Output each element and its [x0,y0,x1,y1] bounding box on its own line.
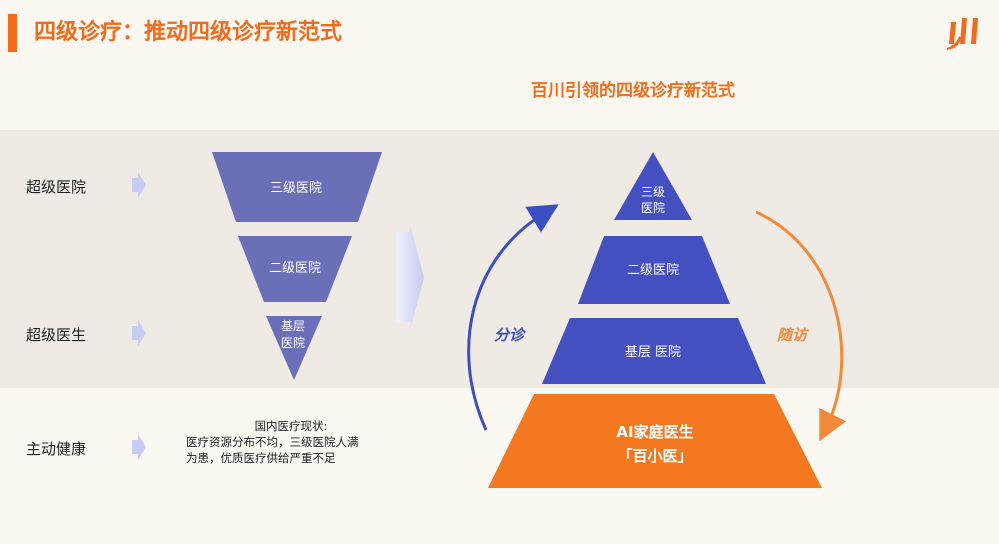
inverted-tier-secondary [238,236,352,302]
header-accent-bar [8,14,17,52]
pyramid-base-label-line1: AI家庭医生 [616,423,693,441]
label-active-health: 主动健康 [26,440,87,458]
follow-up-label: 随访 [777,326,810,344]
follow-up-arrow-icon [755,210,847,442]
chevron-right-icon [132,434,146,460]
inverted-tier-tertiary-label: 三级医院 [270,181,322,196]
brand-logo-icon [947,18,978,50]
pyramid-tier-ai-family-doctor [488,394,822,488]
pyramid-tier-tertiary-label-line1: 三级 [641,185,665,199]
pyramid-tier-primary-label: 基层 医院 [625,345,681,360]
triage-arrow-icon [467,204,559,431]
chevron-right-icon [132,320,146,346]
inverted-tier-primary-label-line2: 医院 [281,336,305,350]
pyramid-tier-tertiary [614,152,692,220]
status-line-2: 为患，优质医疗供给严重不足 [186,451,336,465]
label-super-hospital: 超级医院 [26,178,87,196]
chevron-right-icon [132,172,146,198]
triage-label: 分诊 [494,326,527,344]
diagram-subtitle: 百川引领的四级诊疗新范式 [531,81,735,101]
transition-arrow-icon [396,224,424,330]
pyramid-base-label-line2: 「百小医」 [617,447,692,465]
pyramid-tier-primary [542,318,766,384]
label-super-doctor: 超级医生 [26,326,87,344]
highlight-band [0,130,999,388]
pyramid-tier-secondary [578,236,730,304]
inverted-tier-secondary-label: 二级医院 [269,261,321,276]
status-heading: 国内医疗现状: [254,419,328,433]
pyramid-tier-secondary-label: 二级医院 [627,263,679,278]
inverted-tier-primary-label-line1: 基层 [281,319,305,333]
domestic-status-note: 国内医疗现状: 医疗资源分布不均，三级医院人满 为患，优质医疗供给严重不足 [186,418,396,466]
status-line-1: 医疗资源分布不均，三级医院人满 [186,435,359,449]
inverted-tier-primary [266,316,322,380]
pyramid-tier-tertiary-label-line2: 医院 [641,201,665,215]
page-title: 四级诊疗：推动四级诊疗新范式 [34,20,343,45]
inverted-tier-tertiary [212,152,382,222]
